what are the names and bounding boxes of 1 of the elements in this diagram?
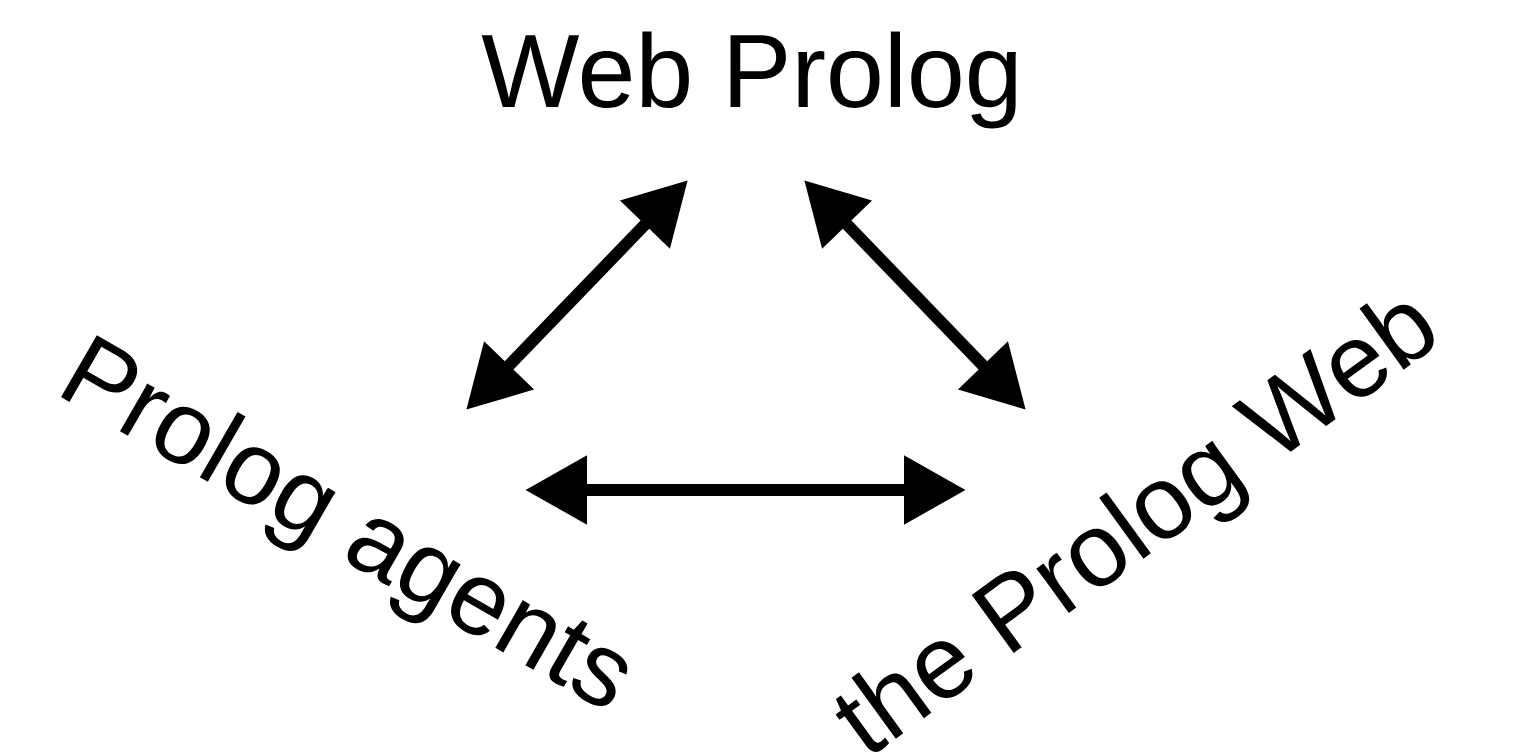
node-label: Web Prolog [481, 31, 1016, 129]
